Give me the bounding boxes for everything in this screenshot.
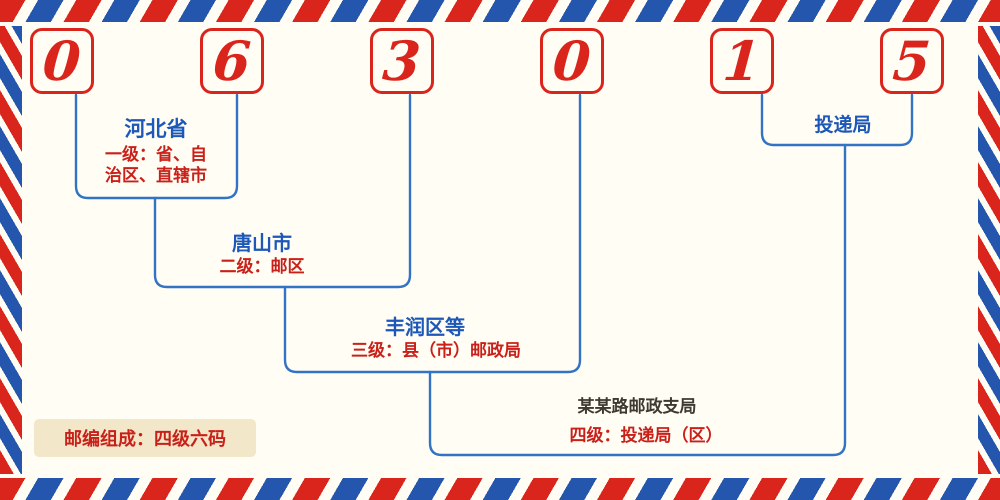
postal-digit-box-5: 1 — [710, 28, 774, 94]
bracket-level1-line — [74, 93, 239, 200]
label-county-desc: 三级：县（市）邮政局 — [351, 341, 521, 361]
bracket-level3-line — [283, 93, 582, 374]
airmail-stripe-right — [978, 26, 1000, 474]
composition-badge: 邮编组成：四级六码 — [34, 419, 256, 457]
bracket-delivery-line — [760, 93, 914, 147]
label-province-name: 河北省 — [124, 117, 188, 141]
postal-digit-box-6: 5 — [880, 28, 944, 94]
airmail-stripe-top — [0, 0, 1000, 22]
bracket-level4-line — [428, 143, 847, 457]
label-province-desc: 一级：省、自 治区、直辖市 — [105, 145, 207, 187]
postal-digit-box-3: 3 — [370, 28, 434, 94]
postal-digit-4: 0 — [550, 29, 594, 93]
postal-digit-3: 3 — [380, 29, 424, 93]
airmail-stripe-bottom — [0, 478, 1000, 500]
label-city-desc: 二级：邮区 — [219, 257, 305, 277]
postal-digit-box-2: 6 — [200, 28, 264, 94]
postal-digit-1: 0 — [40, 29, 84, 93]
label-city-name: 唐山市 — [232, 231, 292, 255]
bracket-level2-line — [153, 93, 412, 289]
postal-digit-5: 1 — [720, 29, 764, 93]
label-province-desc-line1: 一级：省、自 — [105, 145, 207, 165]
postal-digit-2: 6 — [210, 29, 254, 93]
label-province-desc-line2: 治区、直辖市 — [105, 166, 207, 186]
postal-digit-6: 5 — [890, 29, 934, 93]
postal-digit-box-4: 0 — [540, 28, 604, 94]
label-delivery-name: 投递局 — [814, 114, 872, 136]
label-county-name: 丰润区等 — [385, 315, 465, 339]
airmail-stripe-left — [0, 26, 22, 474]
label-branch-desc: 四级：投递局（区） — [569, 426, 723, 446]
postal-digit-box-1: 0 — [30, 28, 94, 94]
label-branch-name: 某某路邮政支局 — [577, 397, 697, 417]
composition-note: 邮编组成：四级六码 — [64, 429, 226, 450]
